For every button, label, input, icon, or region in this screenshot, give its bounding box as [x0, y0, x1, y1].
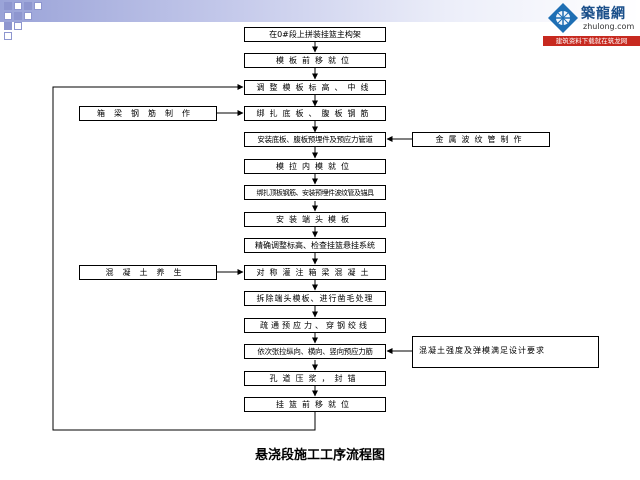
decor-square: [14, 2, 22, 10]
logo-domain: zhulong.com: [583, 22, 635, 31]
header-gradient-band: [0, 0, 640, 22]
step-box-9: 精确调整标高、检查挂篮悬挂系统: [244, 238, 386, 253]
decor-square: [4, 2, 12, 10]
step-box-14: 孔道压浆，封锚: [244, 371, 386, 386]
decor-square: [14, 12, 22, 20]
step-box-12: 疏通预应力、穿钢绞线: [244, 318, 386, 333]
step-box-15: 挂篮前移就位: [244, 397, 386, 412]
diagram-caption: 悬浇段施工工序流程图: [254, 448, 385, 463]
logo-title: 築龍網: [581, 6, 626, 22]
step-box-3: 调整模板标高、中线: [244, 80, 386, 95]
step-box-8: 安装端头模板: [244, 212, 386, 227]
decor-square: [4, 22, 12, 30]
logo-emblem-icon: [548, 3, 578, 33]
decor-square: [24, 2, 32, 10]
step-box-2: 模板前移就位: [244, 53, 386, 68]
decor-square: [24, 12, 32, 20]
decor-square: [34, 2, 42, 10]
zhulong-logo: 築龍網 zhulong.com: [545, 2, 640, 47]
loop-back-connector: [52, 84, 316, 431]
step-box-11: 拆除端头模板、进行凿毛处理: [244, 291, 386, 306]
step-box-7: 绑扎顶板钢筋、安装预埋件波纹管及锚具: [244, 185, 386, 200]
side-box-rebar: 箱梁钢筋制作: [79, 106, 217, 121]
step-box-13: 依次张拉纵向、横向、竖向预应力筋: [244, 344, 386, 359]
decor-square: [4, 12, 12, 20]
step-box-10: 对称灌注箱梁混凝土: [244, 265, 386, 280]
decor-square: [14, 22, 22, 30]
step-box-1: 在0#段上拼装挂篮主构架: [244, 27, 386, 42]
logo-tagline: 建筑资料下载就在筑龙网: [543, 36, 640, 46]
side-box-duct: 金属波纹管制作: [412, 132, 550, 147]
step-box-5: 安装底板、腹板预埋件及预应力管道: [244, 132, 386, 147]
step-box-6: 模拉内模就位: [244, 159, 386, 174]
decor-square: [4, 32, 12, 40]
side-box-condition: 混凝土强度及弹模满足设计要求: [412, 336, 599, 368]
step-box-4: 绑扎底板、腹板钢筋: [244, 106, 386, 121]
side-box-curing: 混凝土养生: [79, 265, 217, 280]
